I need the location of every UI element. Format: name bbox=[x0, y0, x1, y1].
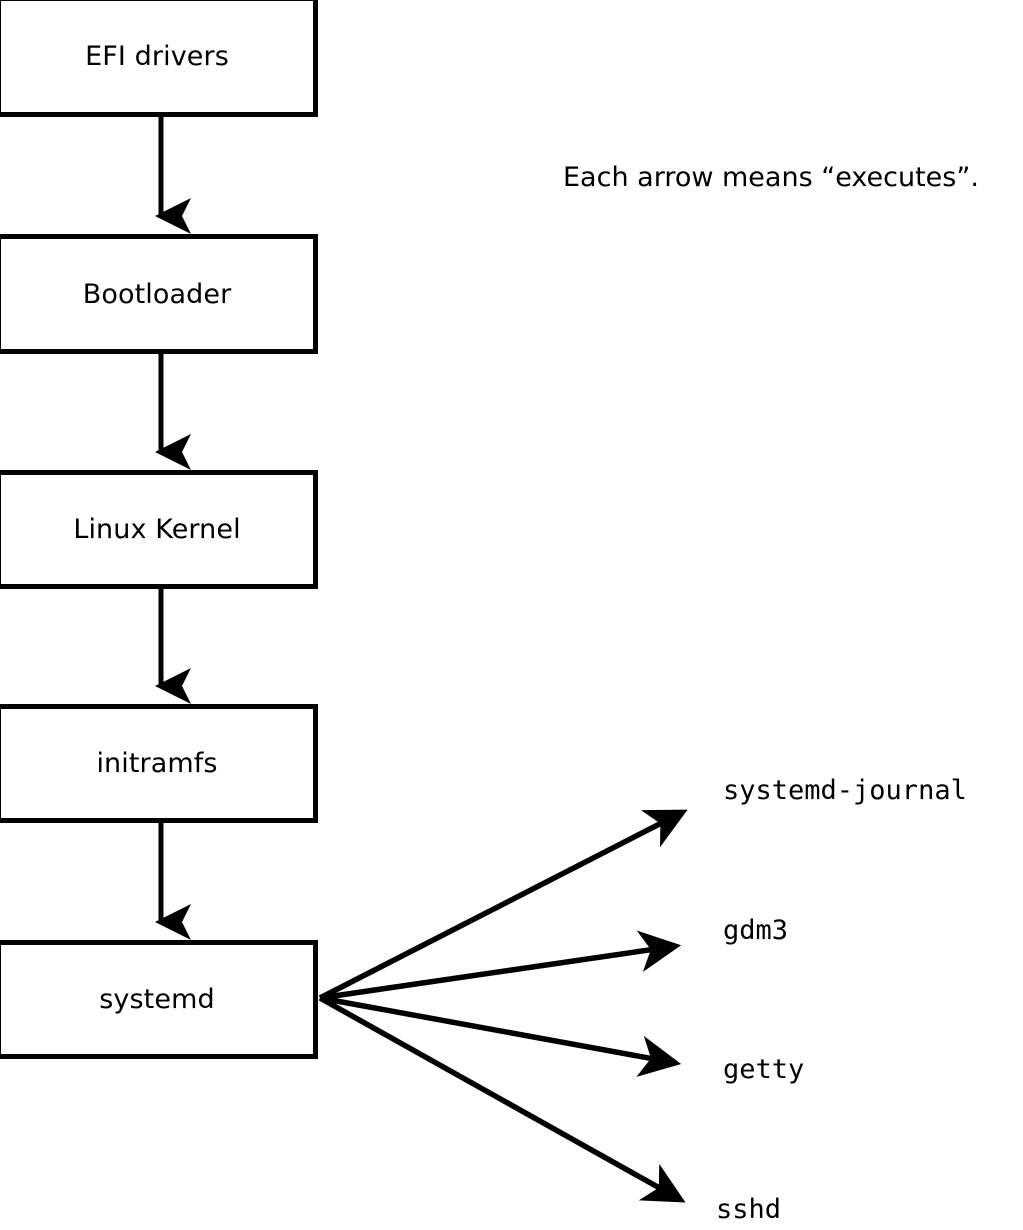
service-label-systemd-journal[interactable]: systemd-journal bbox=[723, 775, 967, 806]
legend-note: Each arrow means “executes”. bbox=[563, 162, 979, 193]
service-label-gdm3[interactable]: gdm3 bbox=[723, 915, 789, 946]
stage-box-initramfs[interactable]: initramfs bbox=[0, 704, 318, 823]
service-label-getty[interactable]: getty bbox=[723, 1054, 805, 1085]
stage-label-linux-kernel: Linux Kernel bbox=[73, 514, 241, 545]
stage-label-systemd: systemd bbox=[99, 984, 215, 1015]
stage-label-initramfs: initramfs bbox=[96, 748, 218, 779]
stage-label-efi-drivers: EFI drivers bbox=[85, 41, 229, 72]
arrow-systemd-to-systemd-journal bbox=[318, 809, 688, 1001]
arrow-systemd-to-getty bbox=[319, 995, 682, 1077]
arrow-systemd-to-sshd bbox=[318, 995, 686, 1203]
arrow-systemd-to-gdm3 bbox=[319, 930, 682, 1001]
fanout-arrow-group bbox=[318, 809, 688, 1203]
stage-box-systemd[interactable]: systemd bbox=[0, 940, 318, 1059]
stage-box-bootloader[interactable]: Bootloader bbox=[0, 234, 318, 354]
stage-box-efi-drivers[interactable]: EFI drivers bbox=[0, 0, 318, 117]
service-label-sshd[interactable]: sshd bbox=[716, 1194, 782, 1225]
stage-box-linux-kernel[interactable]: Linux Kernel bbox=[0, 470, 318, 589]
stage-label-bootloader: Bootloader bbox=[82, 278, 232, 310]
